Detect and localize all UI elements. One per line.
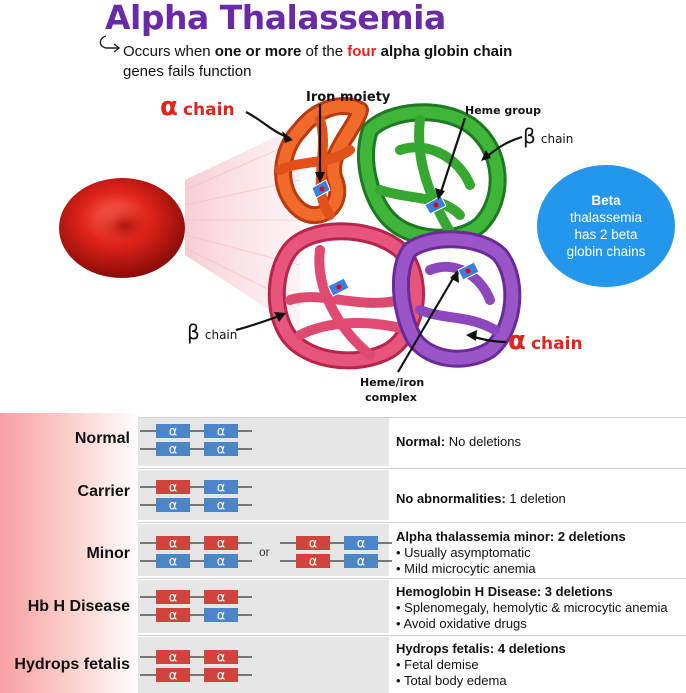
beta-chain-top: [357, 103, 507, 247]
gene-cell-hbh: [138, 580, 389, 633]
label-iron-moiety: Iron moiety: [306, 90, 391, 105]
label-beta-chain-top: β chain: [523, 124, 574, 148]
gene-cell-carrier: [138, 470, 389, 520]
or-label: or: [259, 545, 270, 559]
row-label-background: [0, 413, 140, 693]
desc-hydrops: Hydrops fetalis: 4 deletions • Fetal dem…: [396, 641, 566, 688]
row-label-normal: Normal: [74, 430, 130, 447]
arrow-heme-group: [438, 117, 467, 196]
label-beta-chain-left: β chain: [187, 320, 238, 344]
gene-cell-hydrops: [138, 637, 389, 693]
label-alpha-chain-top: α chain: [160, 92, 235, 122]
row-label-hbh: Hb H Disease: [27, 598, 130, 615]
curved-arrow-icon: [99, 35, 121, 53]
label-heme-group: Heme group: [465, 104, 541, 117]
gene-cell-normal: [138, 417, 389, 466]
row-label-minor: Minor: [86, 545, 130, 562]
label-alpha-chain-right: α chain: [508, 326, 583, 356]
desc-normal: Normal: No deletions: [396, 434, 522, 449]
row-label-hydrops: Hydrops fetalis: [14, 656, 130, 673]
desc-minor: Alpha thalassemia minor: 2 deletions • U…: [396, 529, 626, 576]
desc-hbh: Hemoglobin H Disease: 3 deletions • Sple…: [396, 584, 668, 631]
row-label-carrier: Carrier: [77, 483, 130, 500]
heme-groups: [311, 179, 480, 297]
arrow-heme-iron: [397, 274, 456, 373]
alpha-chain-top: [274, 97, 369, 225]
beta-thalassemia-callout: Beta thalassemia has 2 beta globin chain…: [537, 165, 675, 287]
desc-carrier: No abnormalities: 1 deletion: [396, 491, 566, 506]
page-title: Alpha Thalassemia: [105, 0, 446, 37]
hemoglobin-illustration: [59, 97, 523, 373]
subtitle: Occurs when one or more of the four alph…: [123, 43, 513, 80]
